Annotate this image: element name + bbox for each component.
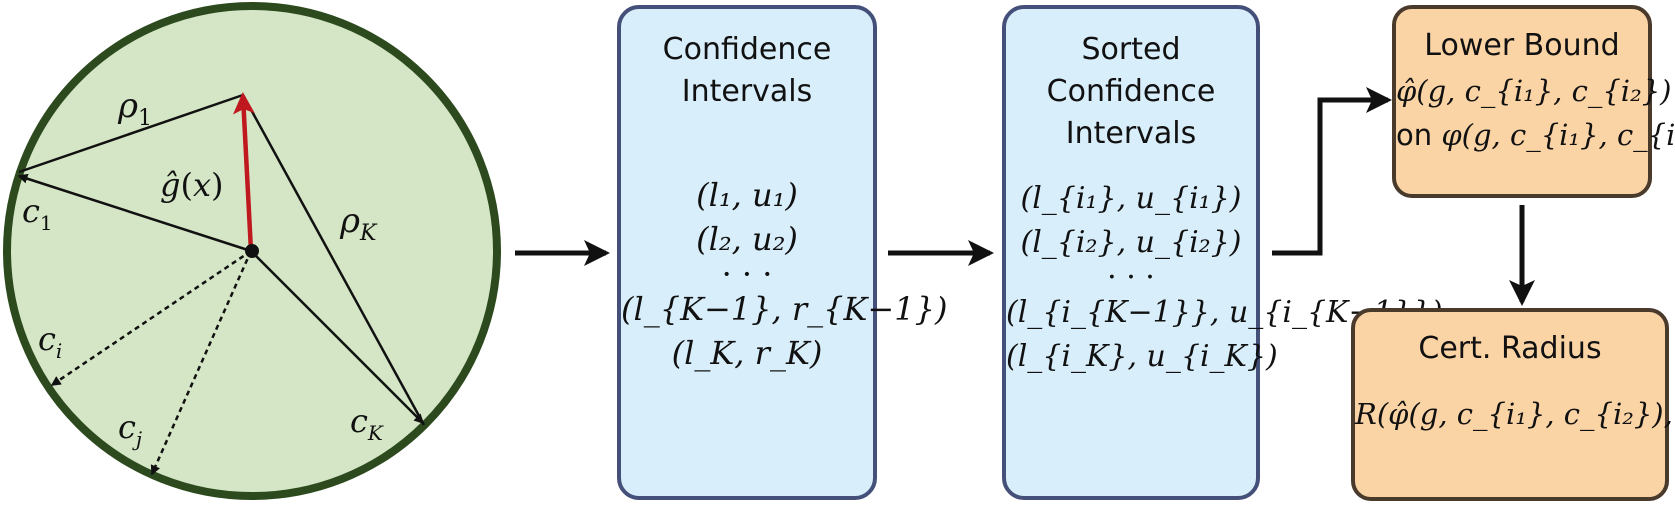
arrow-g-hat bbox=[232, 92, 255, 252]
box1-eq1: (l₁, u₁) bbox=[696, 176, 798, 214]
box2-title-line1: Sorted bbox=[1081, 32, 1181, 67]
arrow-to-c1 bbox=[17, 173, 252, 253]
box3-title: Lower Bound bbox=[1424, 28, 1620, 63]
box1-title-line1: Confidence bbox=[662, 32, 832, 67]
box1-title: Confidence Intervals bbox=[621, 29, 873, 113]
box2-title-line3: Intervals bbox=[1065, 116, 1197, 151]
edge-rho-1 bbox=[18, 93, 244, 174]
box2-equations: (l_{i₁}, u_{i₁}) (l_{i₂}, u_{i₂}) · · · … bbox=[1006, 177, 1443, 379]
box2-title: Sorted Confidence Intervals bbox=[1006, 29, 1256, 155]
box2-eq4: (l_{i_K}, u_{i_K}) bbox=[1006, 339, 1278, 374]
edge-rho-k bbox=[241, 94, 426, 426]
box2-eq1: (l_{i₁}, u_{i₁}) bbox=[1020, 181, 1242, 216]
box3-eq1: φ̂(g, c_{i₁}, c_{i₂}) bbox=[1396, 74, 1672, 108]
box4-equations: R(φ̂(g, c_{i₁}, c_{i₂}), σ) bbox=[1355, 392, 1675, 436]
box1-eq4: (l_K, r_K) bbox=[671, 334, 823, 372]
box2-title-line2: Confidence bbox=[1046, 74, 1216, 109]
flow-arrow-3 bbox=[1272, 87, 1392, 256]
box4-eq1: R(φ̂(g, c_{i₁}, c_{i₂}), σ) bbox=[1355, 397, 1675, 431]
arrow-to-ci bbox=[50, 249, 252, 387]
box2-dots: · · · bbox=[1107, 260, 1155, 295]
box3-eq2-line: on φ(g, c_{i₁}, c_{i₂}) bbox=[1396, 113, 1675, 157]
center-point bbox=[245, 244, 259, 258]
label-g-hat: ĝ(x) bbox=[160, 166, 224, 204]
arrow-to-ck bbox=[250, 250, 425, 425]
box1-title-line2: Intervals bbox=[681, 74, 813, 109]
box3-equations: φ̂(g, c_{i₁}, c_{i₂}) on φ(g, c_{i₁}, c_… bbox=[1396, 69, 1675, 157]
box2-eq2: (l_{i₂}, u_{i₂}) bbox=[1020, 225, 1242, 260]
box1-eq2: (l₂, u₂) bbox=[696, 220, 798, 258]
cert-radius-box: Cert. Radius R(φ̂(g, c_{i₁}, c_{i₂}), σ) bbox=[1351, 308, 1675, 501]
confidence-intervals-box: Confidence Intervals (l₁, u₁) (l₂, u₂) ·… bbox=[617, 5, 948, 500]
box1-equations: (l₁, u₁) (l₂, u₂) · · · (l_{K−1}, r_{K−1… bbox=[621, 173, 948, 375]
box1-eq3: (l_{K−1}, r_{K−1}) bbox=[621, 290, 948, 328]
label-ck: cK bbox=[350, 402, 384, 445]
lower-bound-box: Lower Bound φ̂(g, c_{i₁}, c_{i₂}) on φ(g… bbox=[1392, 5, 1675, 198]
box1-dots: · · · bbox=[721, 255, 773, 293]
box4-title: Cert. Radius bbox=[1418, 331, 1602, 366]
arrow-to-cj bbox=[150, 250, 253, 476]
box2-eq3: (l_{i_{K−1}}, u_{i_{K−1}}) bbox=[1006, 295, 1443, 330]
box3-on-word: on bbox=[1396, 118, 1433, 152]
sorted-intervals-box: Sorted Confidence Intervals (l_{i₁}, u_{… bbox=[1002, 5, 1443, 500]
box3-eq2: φ(g, c_{i₁}, c_{i₂}) bbox=[1441, 118, 1675, 152]
